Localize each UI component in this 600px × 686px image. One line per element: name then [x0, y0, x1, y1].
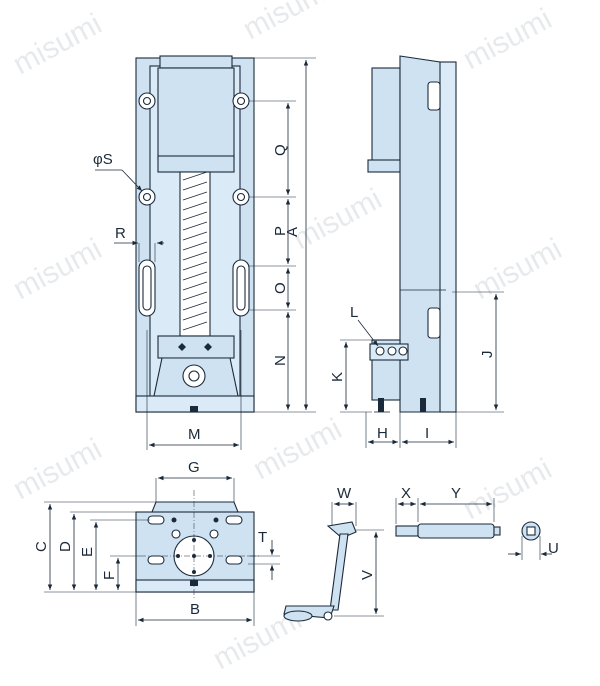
svg-text:misumi: misumi [238, 0, 337, 46]
label-R: R [115, 225, 126, 242]
handle-dimensions: W V [331, 485, 384, 617]
label-Y: Y [451, 485, 461, 502]
label-V: V [359, 570, 376, 580]
svg-text:misumi: misumi [288, 182, 387, 256]
shaft-pin [395, 523, 501, 539]
lower-block [157, 335, 235, 359]
top-dimensions: G B C D E F T [33, 459, 280, 626]
label-M: M [188, 426, 201, 443]
label-O: O [272, 282, 289, 294]
side-view [367, 55, 457, 413]
pin-dimensions: X Y [395, 485, 495, 524]
upper-block [157, 67, 235, 161]
front-view [135, 55, 255, 413]
label-C: C [33, 541, 50, 552]
svg-text:misumi: misumi [468, 232, 567, 306]
svg-text:misumi: misumi [458, 452, 557, 526]
label-X: X [401, 485, 411, 502]
label-A: A [284, 227, 301, 237]
side-dimensions: J K L H I [329, 291, 504, 448]
label-P: P [272, 226, 289, 236]
nut-dimensions: U [508, 536, 559, 560]
lead-screw-icon [182, 171, 208, 331]
side-top-bracket [371, 67, 401, 167]
label-F: F [101, 571, 118, 580]
label-H: H [377, 425, 388, 442]
svg-text:misumi: misumi [8, 7, 107, 81]
label-D: D [57, 541, 74, 552]
label-G: G [188, 459, 200, 476]
label-K: K [329, 372, 346, 382]
watermark-layer: misumi misumi misumi misumi misumi misum… [8, 0, 567, 676]
end-nut [521, 521, 541, 541]
label-U: U [548, 540, 559, 557]
svg-text:misumi: misumi [458, 2, 557, 76]
top-view-cap [151, 501, 239, 513]
label-L: L [350, 304, 358, 321]
label-Q: Q [272, 144, 289, 156]
top-view [135, 490, 260, 600]
label-S: φS [93, 151, 113, 168]
mounting-holes [138, 92, 250, 206]
label-J: J [479, 351, 496, 359]
label-E: E [79, 547, 96, 557]
label-N: N [272, 355, 289, 366]
label-I: I [425, 425, 429, 442]
label-T: T [258, 529, 267, 546]
label-B: B [190, 601, 200, 618]
top-cap [159, 55, 233, 69]
label-W: W [337, 485, 352, 502]
screw-slot [179, 171, 211, 337]
front-dimensions: A Q P O N M R φS [93, 57, 316, 450]
svg-text:misumi: misumi [248, 412, 347, 486]
upper-nut-block [157, 155, 235, 173]
crank-handle [283, 521, 357, 622]
svg-text:misumi: misumi [8, 432, 107, 506]
svg-text:misumi: misumi [8, 232, 107, 306]
